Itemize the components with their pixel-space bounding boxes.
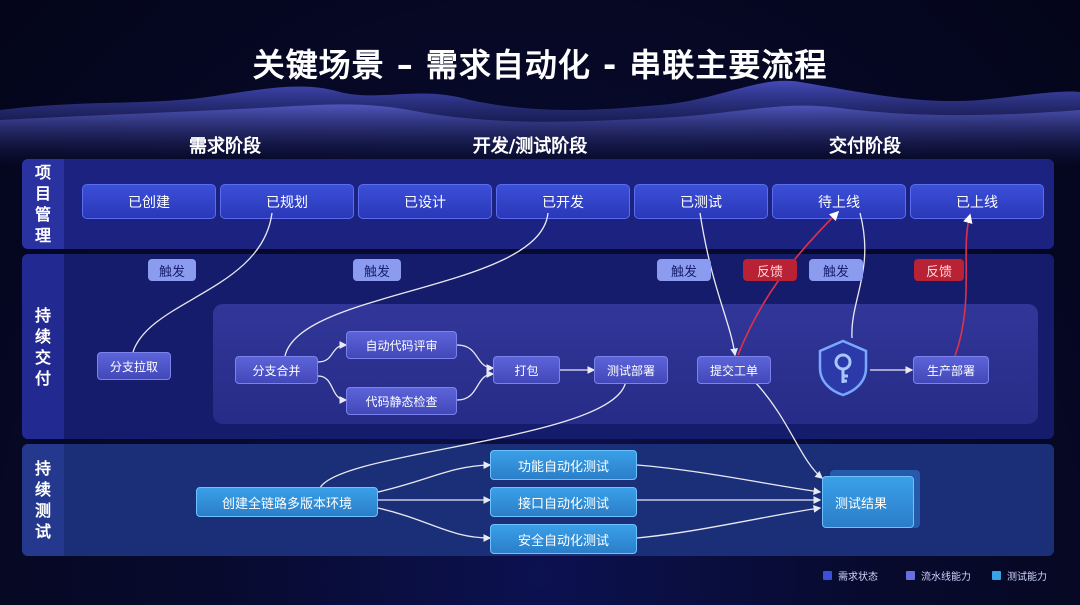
legend-requirement-status: 需求状态 <box>823 568 878 583</box>
status-tested: 已测试 <box>634 184 768 219</box>
status-released: 已上线 <box>910 184 1044 219</box>
tag-trigger-3: 触发 <box>657 259 711 281</box>
mountain-decoration <box>0 80 1080 170</box>
node-branch-merge: 分支合并 <box>235 356 318 384</box>
tag-feedback-1: 反馈 <box>743 259 797 281</box>
legend-swatch-status <box>823 571 832 580</box>
tag-feedback-2: 反馈 <box>914 259 964 281</box>
line-developed-to-merge <box>284 212 549 357</box>
page-title: 关键场景 – 需求自动化 - 串联主要流程 <box>252 46 828 84</box>
row-label-project-management: 项 目 管 理 <box>22 159 64 249</box>
status-created: 已创建 <box>82 184 216 219</box>
tag-trigger-1: 触发 <box>148 259 196 281</box>
status-developed: 已开发 <box>496 184 630 219</box>
phase-delivery: 交付阶段 <box>829 136 901 157</box>
feedback-line-2 <box>954 213 973 357</box>
node-submit-ticket: 提交工单 <box>697 356 771 384</box>
line-planned-to-pull <box>132 212 273 353</box>
key-shield-icon <box>818 339 868 397</box>
node-branch-pull: 分支拉取 <box>97 352 171 380</box>
node-static-check: 代码静态检查 <box>346 387 457 415</box>
legend-swatch-testing <box>992 571 1001 580</box>
tag-trigger-2: 触发 <box>353 259 401 281</box>
node-test-result: 测试结果 <box>822 476 914 528</box>
status-planned: 已规划 <box>220 184 354 219</box>
legend-swatch-pipeline <box>906 571 915 580</box>
feedback-line-1 <box>737 210 840 356</box>
node-func-test: 功能自动化测试 <box>490 450 637 480</box>
node-prod-deploy: 生产部署 <box>913 356 989 384</box>
node-api-test: 接口自动化测试 <box>490 487 637 517</box>
legend-pipeline: 流水线能力 <box>906 568 971 583</box>
node-package: 打包 <box>493 356 560 384</box>
phase-dev-test: 开发/测试阶段 <box>472 136 588 157</box>
phase-requirement: 需求阶段 <box>189 136 261 157</box>
node-create-env: 创建全链路多版本环境 <box>196 487 378 517</box>
legend-testing: 测试能力 <box>992 568 1047 583</box>
node-test-deploy: 测试部署 <box>594 356 668 384</box>
node-code-review: 自动代码评审 <box>346 331 457 359</box>
tag-trigger-4: 触发 <box>809 259 863 281</box>
status-designed: 已设计 <box>358 184 492 219</box>
row-label-continuous-delivery: 持 续 交 付 <box>22 254 64 439</box>
row-label-continuous-testing: 持 续 测 试 <box>22 444 64 556</box>
node-sec-test: 安全自动化测试 <box>490 524 637 554</box>
